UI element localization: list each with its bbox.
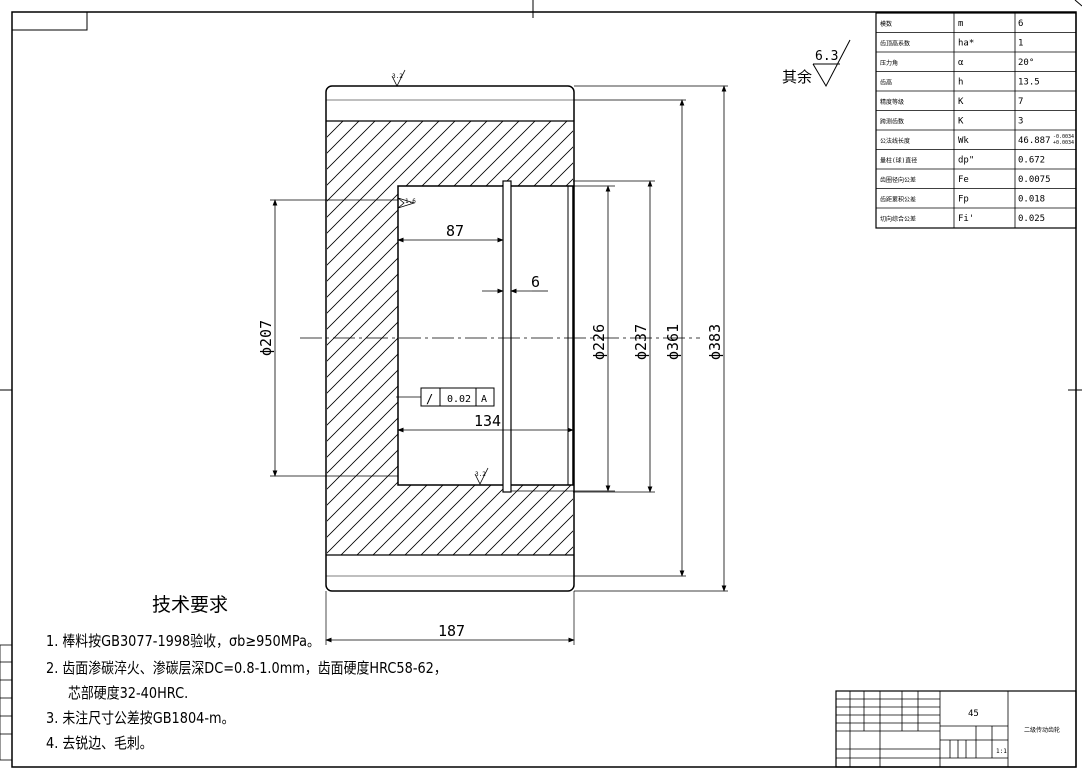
gear-outline <box>325 85 575 592</box>
param-name: 切向综合公差 <box>880 215 916 223</box>
title-block <box>835 690 1077 768</box>
dim-phi237: ϕ237 <box>632 324 650 360</box>
param-name: 压力角 <box>880 59 898 67</box>
param-name: 量柱(球)直径 <box>880 157 917 165</box>
roughness-prefix: 其余 <box>782 68 812 86</box>
svg-text:1.6: 1.6 <box>405 198 416 205</box>
param-symbol: Wk <box>958 136 969 146</box>
param-symbol: dp" <box>958 156 974 166</box>
param-symbol: m <box>958 19 963 29</box>
dim-134: 134 <box>474 412 501 430</box>
gear-section <box>300 85 700 592</box>
bore-outline <box>397 185 574 486</box>
dimension-texts: 87 6 134 187 ϕ207 ϕ226 ϕ237 ϕ361 ϕ383 <box>257 222 724 640</box>
part-name: 二级传动齿轮 <box>1024 726 1060 734</box>
param-symbol: K <box>958 97 964 107</box>
param-value: 0.672 <box>1018 156 1045 166</box>
tech-req-item-1: 1. 棒料按GB3077-1998验收，σb≥950MPa。 <box>46 632 320 650</box>
param-symbol: Fp <box>958 195 969 205</box>
surface-mark-texts: 3.2 3.2 1.6 <box>392 73 486 478</box>
tech-req-item-2: 2. 齿面渗碳淬火、渗碳层深DC=0.8-1.0mm，齿面硬度HRC58-62， <box>46 659 447 677</box>
param-name: 齿顶高系数 <box>880 40 910 48</box>
tech-req-item-3: 3. 未注尺寸公差按GB1804-m。 <box>46 709 235 727</box>
param-value: 0.025 <box>1018 214 1045 224</box>
svg-text:3.2: 3.2 <box>392 73 403 80</box>
gear-param-table <box>875 12 1077 229</box>
tolerance-value: 0.02 <box>447 394 471 405</box>
param-symbol: ha* <box>958 39 974 49</box>
surface-marks <box>391 69 489 485</box>
section-hatch <box>327 121 573 555</box>
param-tolerance-lower: +0.0034 <box>1053 140 1074 146</box>
general-roughness: 其余 6.3 <box>782 39 851 88</box>
dim-phi383: ϕ383 <box>706 324 724 360</box>
param-value: 13.5 <box>1018 78 1040 88</box>
param-symbol: h <box>958 78 963 88</box>
dim-phi226: ϕ226 <box>590 324 608 360</box>
param-value: 46.887 <box>1018 136 1051 146</box>
tech-req-item-4: 4. 去锐边、毛刺。 <box>46 734 153 752</box>
groove <box>502 180 512 493</box>
param-symbol: Fi' <box>958 214 974 224</box>
roughness-value: 6.3 <box>815 49 838 64</box>
material: 45 <box>968 709 979 719</box>
param-name: 齿高 <box>880 79 892 87</box>
extension-lines <box>270 85 728 645</box>
param-name: 公法线长度 <box>880 137 910 145</box>
param-value: 1 <box>1018 39 1023 49</box>
param-tolerance-upper: -0.0034 <box>1053 134 1074 140</box>
param-symbol: Fe <box>958 175 969 185</box>
param-name: 精度等级 <box>880 98 904 106</box>
title-block-texts: 45 二级传动齿轮 1:1 <box>968 709 1060 755</box>
param-name: 跨测齿数 <box>880 118 904 126</box>
param-value: 0.0075 <box>1018 175 1051 185</box>
param-value: 20° <box>1018 58 1034 68</box>
scale: 1:1 <box>996 748 1007 755</box>
dim-187: 187 <box>438 622 465 640</box>
param-value: 3 <box>1018 117 1023 127</box>
param-value: 6 <box>1018 19 1023 29</box>
param-name: 齿圈径向公差 <box>880 176 916 184</box>
dimension-lines <box>272 85 727 643</box>
runout-symbol: / <box>426 392 433 406</box>
dim-phi361: ϕ361 <box>664 324 682 360</box>
dim-6: 6 <box>531 273 540 291</box>
dim-phi207: ϕ207 <box>257 320 275 356</box>
datum-label: A <box>481 394 487 405</box>
param-value: 0.018 <box>1018 195 1045 205</box>
tech-req-title: 技术要求 <box>152 594 229 616</box>
param-symbol: K <box>958 117 964 127</box>
param-value: 7 <box>1018 97 1023 107</box>
svg-text:3.2: 3.2 <box>475 471 486 478</box>
left-edge-strip <box>0 644 13 761</box>
param-name: 齿距累积公差 <box>880 196 916 204</box>
tech-req-item-2b: 芯部硬度32-40HRC. <box>68 684 189 702</box>
param-name: 模数 <box>880 20 892 28</box>
param-symbol: α <box>958 58 964 68</box>
tolerance-frame: / 0.02 A <box>396 387 495 407</box>
dim-87: 87 <box>446 222 464 240</box>
gear-param-texts: 模数 m 6 齿顶高系数 ha* 1 压力角 α 20° 齿高 h 13.5 精度等级 K 7 跨测齿数 K 3 公… <box>880 19 1074 224</box>
